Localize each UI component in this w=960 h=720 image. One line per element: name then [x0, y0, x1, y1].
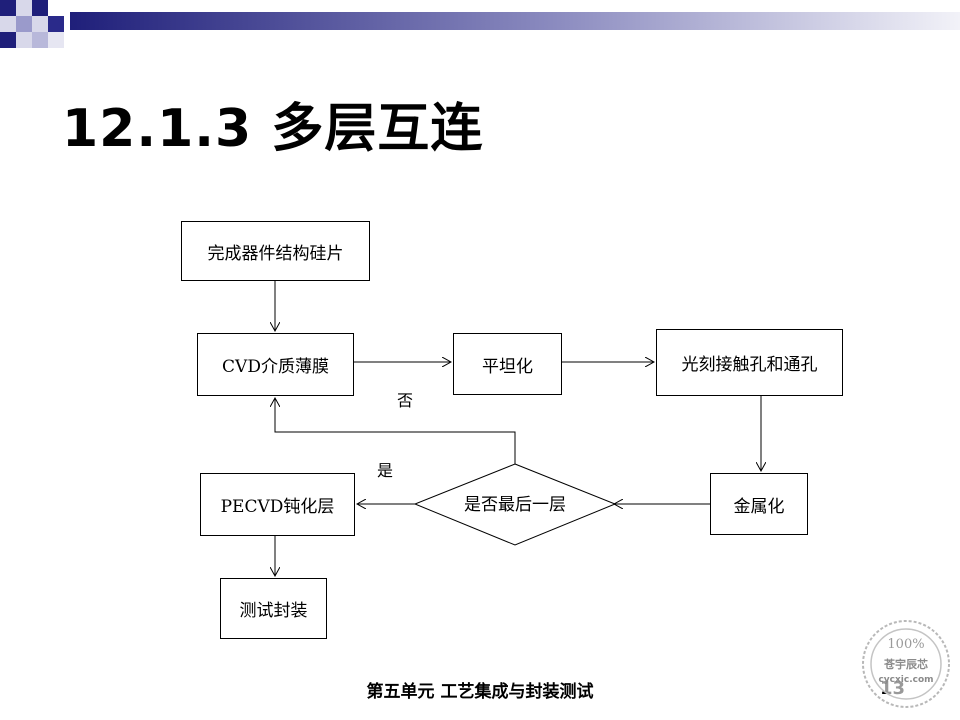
node-litho-label: 光刻接触孔和通孔 — [681, 355, 818, 375]
edge-label-yes: 是 — [377, 461, 394, 480]
node-cvd-label: CVD介质薄膜 — [222, 357, 329, 377]
node-test-label: 测试封装 — [239, 601, 308, 621]
watermark-domain: cycxic.com — [878, 675, 933, 685]
node-pecvd: PECVD钝化层 — [200, 473, 355, 536]
node-cvd: CVD介质薄膜 — [197, 333, 354, 396]
slide-title: 12.1.3 多层互连 — [62, 99, 484, 159]
watermark-stamp: 100% 苍宇辰芯 cycxic.com — [862, 620, 950, 708]
watermark-name: 苍宇辰芯 — [883, 657, 928, 671]
slide-footer: 第五单元 工艺集成与封装测试 — [366, 682, 594, 702]
decision-diamond — [413, 463, 617, 546]
node-planarize-label: 平坦化 — [482, 356, 533, 377]
node-planarize: 平坦化 — [453, 333, 562, 395]
node-wafer-label: 完成器件结构硅片 — [207, 243, 344, 264]
edge-label-no: 否 — [397, 391, 414, 410]
node-metal: 金属化 — [710, 473, 808, 535]
top-banner — [0, 0, 960, 48]
node-pecvd-label: PECVD钝化层 — [220, 497, 335, 517]
watermark-percent: 100% — [887, 637, 924, 652]
node-litho: 光刻接触孔和通孔 — [656, 329, 843, 396]
edge-decision-cvd-loop — [275, 398, 516, 464]
node-wafer: 完成器件结构硅片 — [181, 221, 370, 281]
node-metal-label: 金属化 — [733, 496, 785, 517]
node-decision-label: 是否最后一层 — [464, 495, 566, 515]
node-test: 测试封装 — [220, 578, 327, 639]
